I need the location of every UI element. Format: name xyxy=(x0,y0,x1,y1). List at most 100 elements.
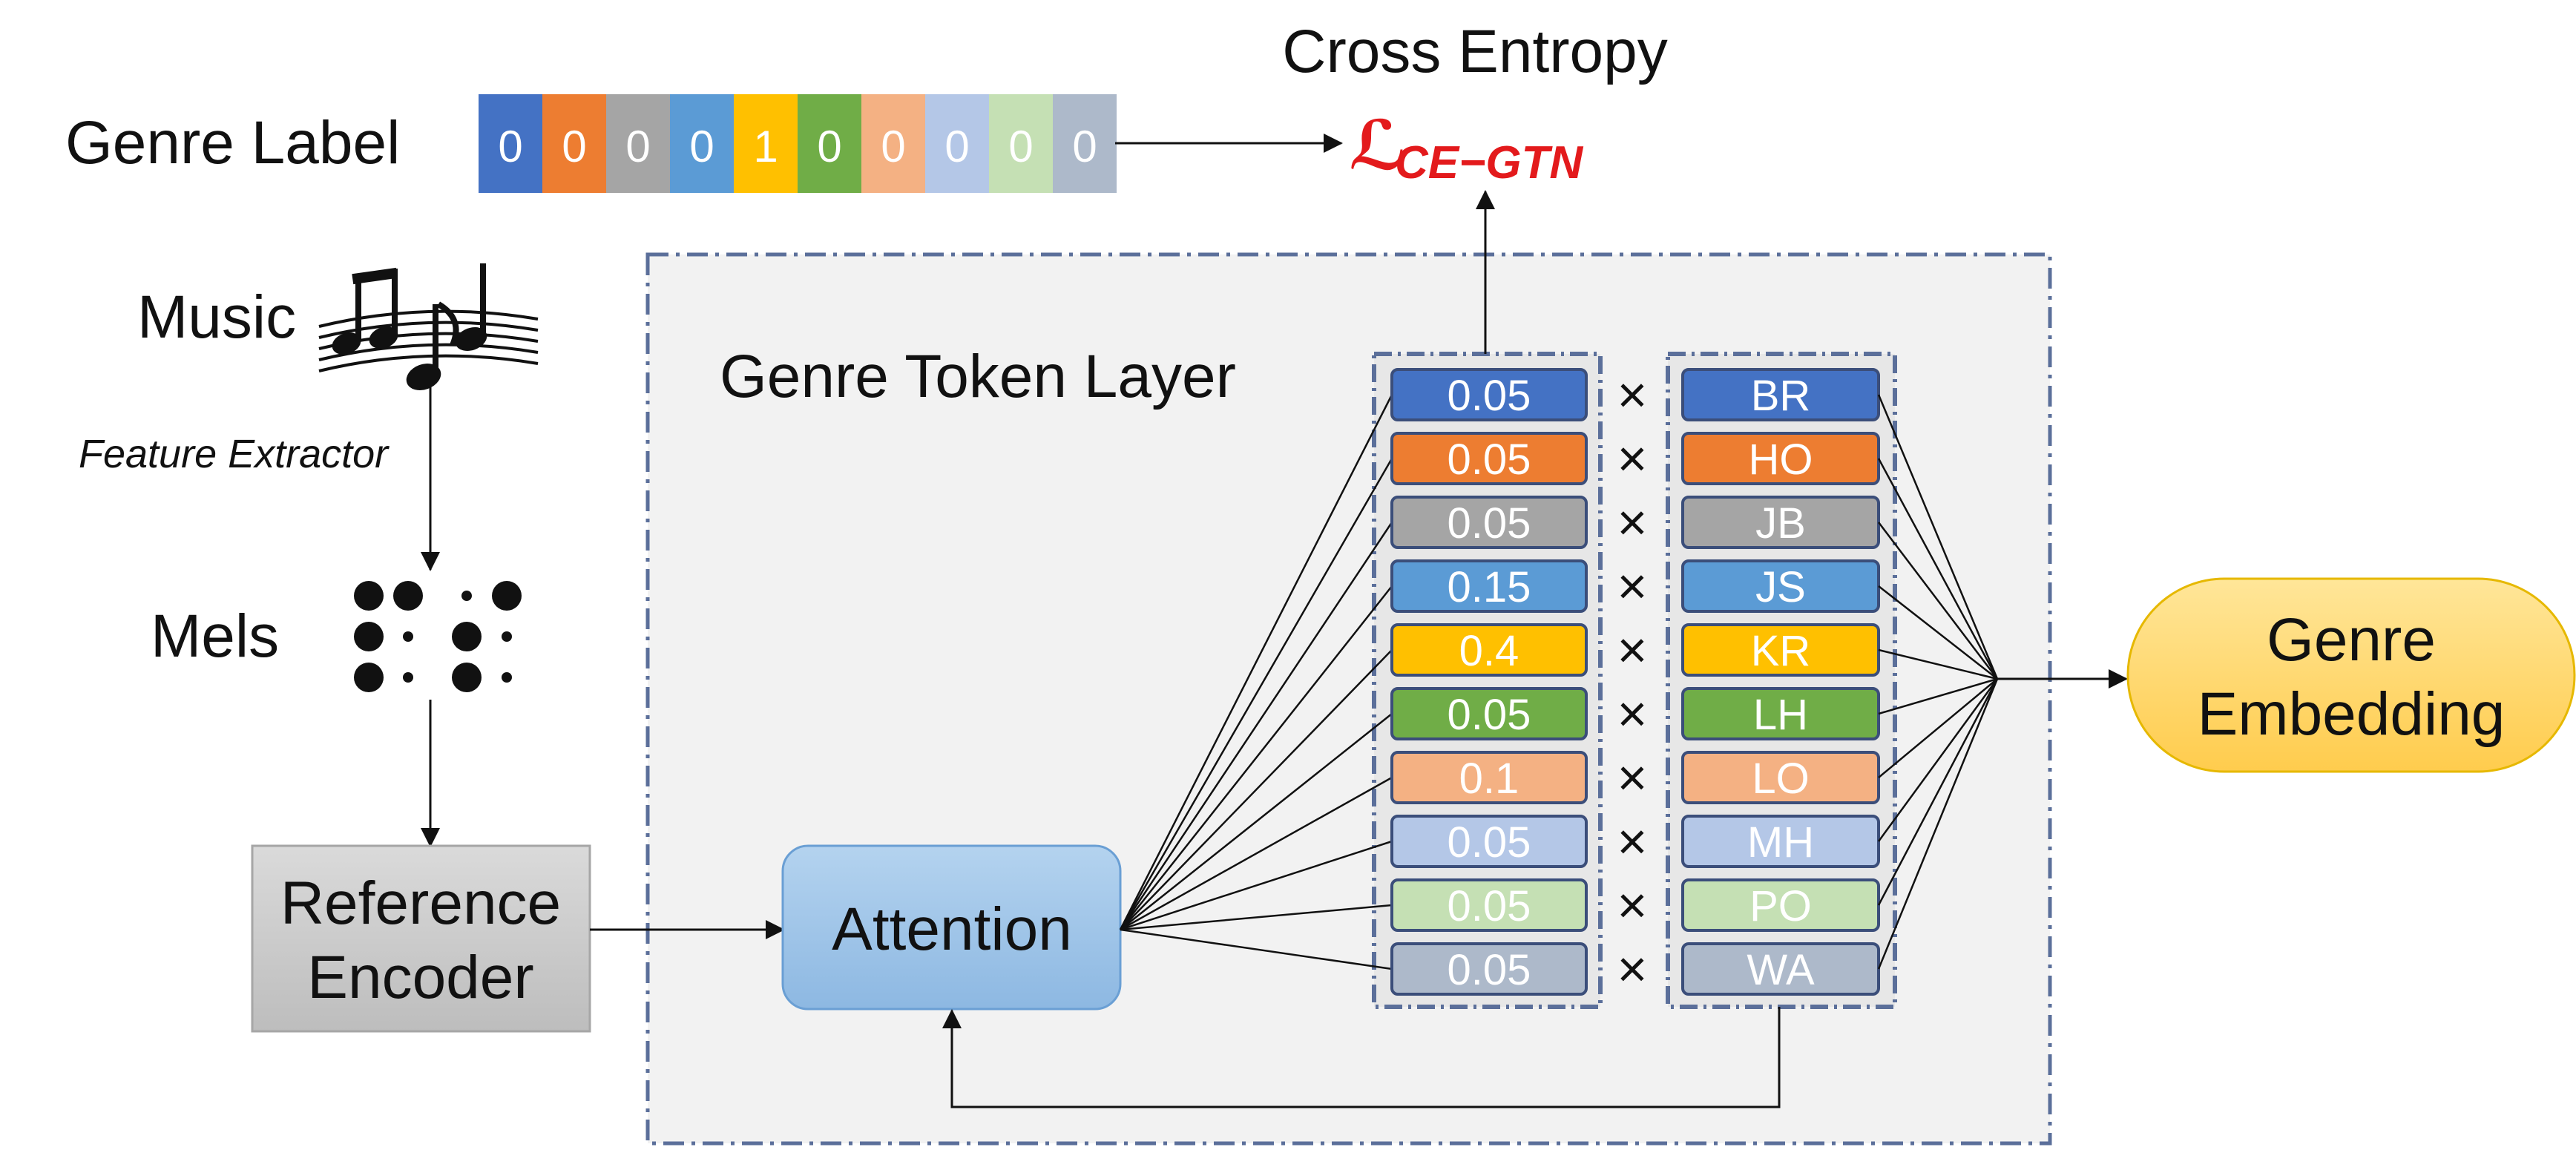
genre-label-cell-value: 0 xyxy=(498,122,522,171)
token-label: LO xyxy=(1752,755,1809,803)
multiply-icon: × xyxy=(1617,557,1648,615)
genre-label-cell: 0 xyxy=(479,94,542,193)
genre-label-cell: 0 xyxy=(925,94,989,193)
token-cell: MH xyxy=(1681,815,1880,868)
weight-cell-bg xyxy=(1390,687,1588,740)
weight-cell: 0.05 xyxy=(1390,496,1588,549)
weight-cell: 0.15 xyxy=(1390,559,1588,613)
weight-cell-bg xyxy=(1390,751,1588,804)
weight-cell: 0.05 xyxy=(1390,878,1588,932)
multiply-icon: × xyxy=(1617,749,1648,806)
genre-label-cell-value: 1 xyxy=(753,122,778,171)
genre-label-cell: 0 xyxy=(861,94,925,193)
genre-token-layer-label: Genre Token Layer xyxy=(720,343,1236,410)
weight-value: 0.05 xyxy=(1448,882,1531,930)
weight-value: 0.05 xyxy=(1448,818,1531,867)
reference-encoder-line1: Reference xyxy=(280,870,561,937)
genre-label-cell-value: 0 xyxy=(689,122,714,171)
genre-label-cell-value: 0 xyxy=(625,122,650,171)
genre-label-cell-value: 0 xyxy=(1008,122,1033,171)
multiply-icon: × xyxy=(1617,621,1648,679)
genre-label-cell: 0 xyxy=(670,94,734,193)
genre-label-cell-bg xyxy=(1053,94,1117,193)
convergence-line xyxy=(1877,678,1999,970)
genre-embedding-line1: Genre xyxy=(2267,606,2436,674)
tokens-to-attention-feedback xyxy=(942,1007,1781,1108)
weight-cell-bg xyxy=(1390,432,1588,485)
genre-label-cell-bg xyxy=(925,94,989,193)
loss-symbol: ℒ xyxy=(1349,108,1407,184)
token-cell: JS xyxy=(1681,559,1880,613)
token-label: HO xyxy=(1749,436,1813,484)
genre-label-cell: 0 xyxy=(606,94,670,193)
multiply-icon: × xyxy=(1617,493,1648,551)
fan-line xyxy=(1120,904,1393,931)
token-label: LH xyxy=(1753,691,1808,739)
token-cell: LH xyxy=(1681,687,1880,740)
fan-line xyxy=(1119,394,1393,930)
convergence-line xyxy=(1878,678,1998,778)
fan-line xyxy=(1120,585,1393,930)
weight-value: 0.05 xyxy=(1448,691,1531,739)
multiply-icon: × xyxy=(1617,685,1648,743)
weight-cell: 0.05 xyxy=(1390,815,1588,868)
genre-label-cell-value: 0 xyxy=(817,122,841,171)
convergence-line xyxy=(1878,677,1998,715)
convergence-line xyxy=(1877,678,1999,842)
genre-label-cell: 0 xyxy=(1053,94,1117,193)
multiply-icon: × xyxy=(1617,812,1648,870)
attention-fan-lines xyxy=(1119,394,1393,970)
weight-value: 0.4 xyxy=(1459,627,1519,675)
weight-cell-bg xyxy=(1390,942,1588,996)
convergence-line xyxy=(1878,648,1998,680)
genre-label-cell: 0 xyxy=(989,94,1053,193)
music-label: Music xyxy=(137,283,296,351)
token-label: WA xyxy=(1747,946,1815,994)
token-cell: PO xyxy=(1681,878,1880,932)
genre-label-cell-bg xyxy=(479,94,542,193)
loss-subscript: CE−GTN xyxy=(1395,137,1583,188)
fan-line xyxy=(1120,776,1393,931)
cross-entropy-title: Cross Entropy xyxy=(1282,18,1668,85)
multiply-icon: × xyxy=(1617,366,1648,424)
weight-cell: 0.1 xyxy=(1390,751,1588,804)
weight-cell-bg xyxy=(1390,496,1588,549)
token-cell: WA xyxy=(1681,942,1880,996)
genre-label-cell-value: 0 xyxy=(881,122,905,171)
weight-cell-bg xyxy=(1390,623,1588,677)
token-cell: LO xyxy=(1681,751,1880,804)
fan-line xyxy=(1120,713,1393,930)
genre-label-cell-bg xyxy=(861,94,925,193)
fan-line xyxy=(1119,522,1393,930)
reference-encoder-line2: Encoder xyxy=(307,944,533,1011)
weight-cell-bg xyxy=(1390,368,1588,421)
weight-value: 0.05 xyxy=(1448,436,1531,484)
token-label: KR xyxy=(1751,627,1811,675)
token-cell: HO xyxy=(1681,432,1880,485)
multiply-icon: × xyxy=(1617,876,1648,934)
genre-label-cell: 1 xyxy=(734,94,798,193)
genre-label-cell-bg xyxy=(542,94,606,193)
genre-label-cell: 0 xyxy=(798,94,861,193)
genre-label-cell-bg xyxy=(670,94,734,193)
convergence-line xyxy=(1878,522,1998,680)
weight-cell: 0.05 xyxy=(1390,942,1588,996)
token-convergence-lines xyxy=(1877,394,1999,970)
token-label: JB xyxy=(1755,499,1806,548)
weight-cell: 0.05 xyxy=(1390,368,1588,421)
feature-extractor-label: Feature Extractor xyxy=(79,432,390,476)
weight-cell-bg xyxy=(1390,815,1588,868)
genre-label-cell-value: 0 xyxy=(562,122,586,171)
reference-encoder-box xyxy=(251,844,591,1033)
genre-label-cell-value: 0 xyxy=(1072,122,1097,171)
genre-label-cell-bg xyxy=(606,94,670,193)
multiply-icon: × xyxy=(1617,940,1648,998)
multiply-column: ×××××××××× xyxy=(1617,366,1648,998)
genre-label-cell-value: 0 xyxy=(944,122,969,171)
convergence-line xyxy=(1878,585,1998,680)
weight-cell-bg xyxy=(1390,878,1588,932)
token-label: PO xyxy=(1749,882,1812,930)
